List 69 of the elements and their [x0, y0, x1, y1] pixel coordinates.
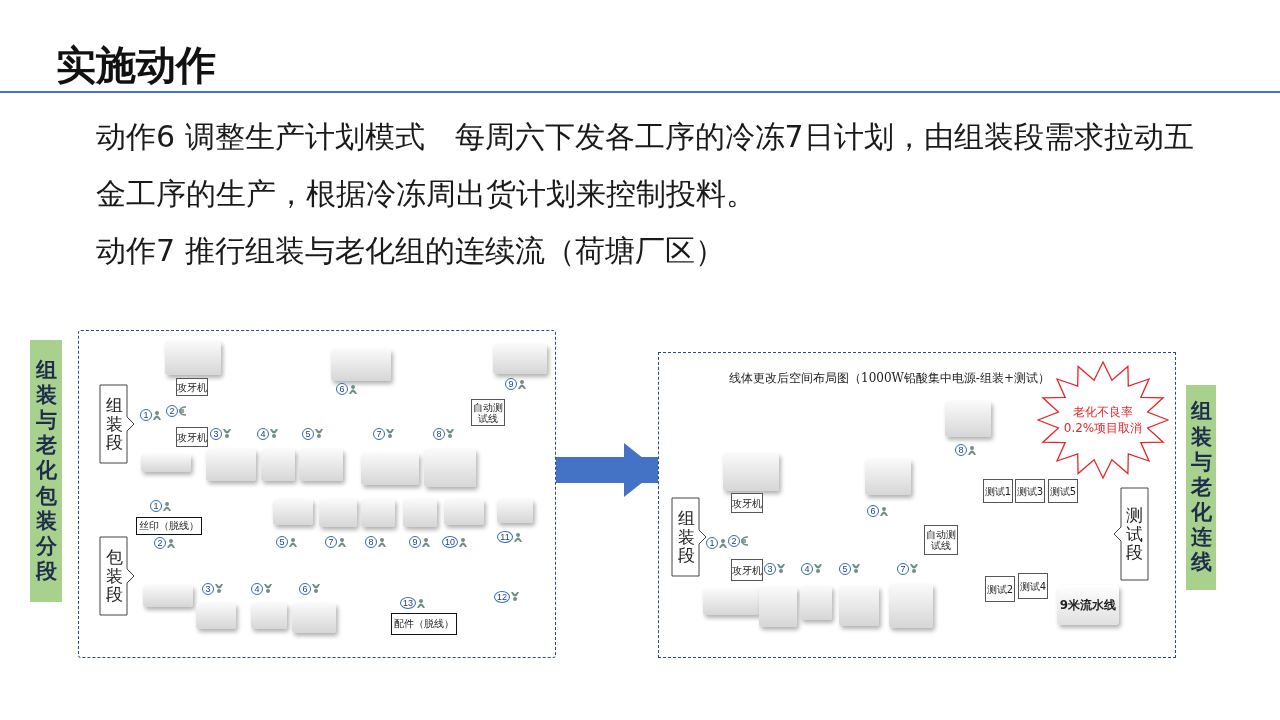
- note-card: [403, 499, 437, 527]
- station-label: 攻牙机: [732, 564, 762, 576]
- station-box: [1015, 479, 1045, 503]
- body-text: 动作7 推行组装与老化组的连续流（荷塘厂区）: [96, 232, 726, 270]
- section-tag: [1113, 487, 1149, 581]
- note-card: [206, 449, 256, 481]
- note-card: [361, 499, 395, 527]
- station-label: 测试5: [1049, 485, 1077, 497]
- section-band: [30, 340, 62, 602]
- note-card: [261, 449, 295, 481]
- section-label: 测试段: [1125, 505, 1143, 563]
- note-card: [493, 344, 547, 374]
- note-card: [331, 349, 391, 381]
- station-box: [731, 559, 763, 581]
- station-label: 丝印（脱线）: [139, 519, 199, 533]
- station-label: 测试2: [986, 583, 1014, 595]
- note-card: [1057, 585, 1119, 625]
- station-label: 攻牙机: [732, 497, 762, 509]
- note-card: [703, 589, 759, 615]
- block-arrow: [556, 443, 658, 497]
- note-card: [945, 401, 991, 437]
- station-label: 攻牙机: [177, 381, 207, 393]
- note-card: [196, 603, 236, 629]
- note-card: [273, 499, 313, 525]
- note-card: [319, 499, 357, 527]
- station-label: 自动测试线: [472, 401, 504, 424]
- note-card: [361, 453, 419, 485]
- note-card: [889, 584, 933, 628]
- line-label: 9米流水线: [1059, 596, 1117, 614]
- layout-panel: [78, 330, 556, 658]
- station-box: [985, 576, 1015, 602]
- note-card: [424, 449, 476, 487]
- section-tag: [671, 497, 707, 577]
- note-card: [143, 585, 193, 607]
- section-label: 组装段: [677, 508, 695, 566]
- note-card: [299, 449, 343, 481]
- section-label: 包装段: [105, 547, 123, 605]
- note-card: [865, 459, 911, 495]
- note-card: [251, 603, 287, 629]
- body-text: 动作6 调整生产计划模式 每周六下发各工序的冷冻7日计划，由组装段需求拉动五金工序的生产，根据冷冻周出货计划来控制投料。: [96, 118, 1195, 213]
- note-card: [444, 499, 484, 525]
- station-box: [1018, 573, 1048, 599]
- slide-title: 实施动作: [56, 41, 216, 90]
- note-card: [800, 586, 832, 620]
- station-label: 攻牙机: [177, 431, 207, 443]
- note-card: [141, 454, 191, 472]
- station-box: [983, 479, 1013, 503]
- warning-text: 老化不良率0.2%项目取消: [1062, 403, 1144, 437]
- station-label: 测试3: [1016, 485, 1044, 497]
- section-tag: [99, 536, 135, 616]
- note-card: [497, 499, 533, 523]
- station-label: 测试4: [1019, 580, 1047, 592]
- section-label: 组装与老化连线: [1190, 399, 1212, 576]
- station-label: 自动测试线: [925, 529, 957, 551]
- section-tag: [99, 384, 135, 464]
- layout-title: 线体更改后空间布局图（1000W铅酸集中电源-组装+测试）: [729, 370, 1050, 387]
- station-box: [1048, 479, 1078, 503]
- starburst-callout: [1037, 361, 1169, 479]
- note-card: [292, 603, 336, 633]
- station-label: 测试1: [984, 485, 1012, 497]
- note-card: [759, 587, 797, 627]
- section-label: 组装段: [105, 395, 123, 453]
- note-card: [165, 341, 221, 375]
- station-label: 配件（脱线）: [394, 617, 454, 631]
- note-card: [839, 586, 879, 626]
- layout-panel: [658, 352, 1176, 658]
- section-band: [1186, 385, 1216, 590]
- section-label: 组装与老化包装分段: [35, 357, 57, 585]
- note-card: [723, 453, 779, 491]
